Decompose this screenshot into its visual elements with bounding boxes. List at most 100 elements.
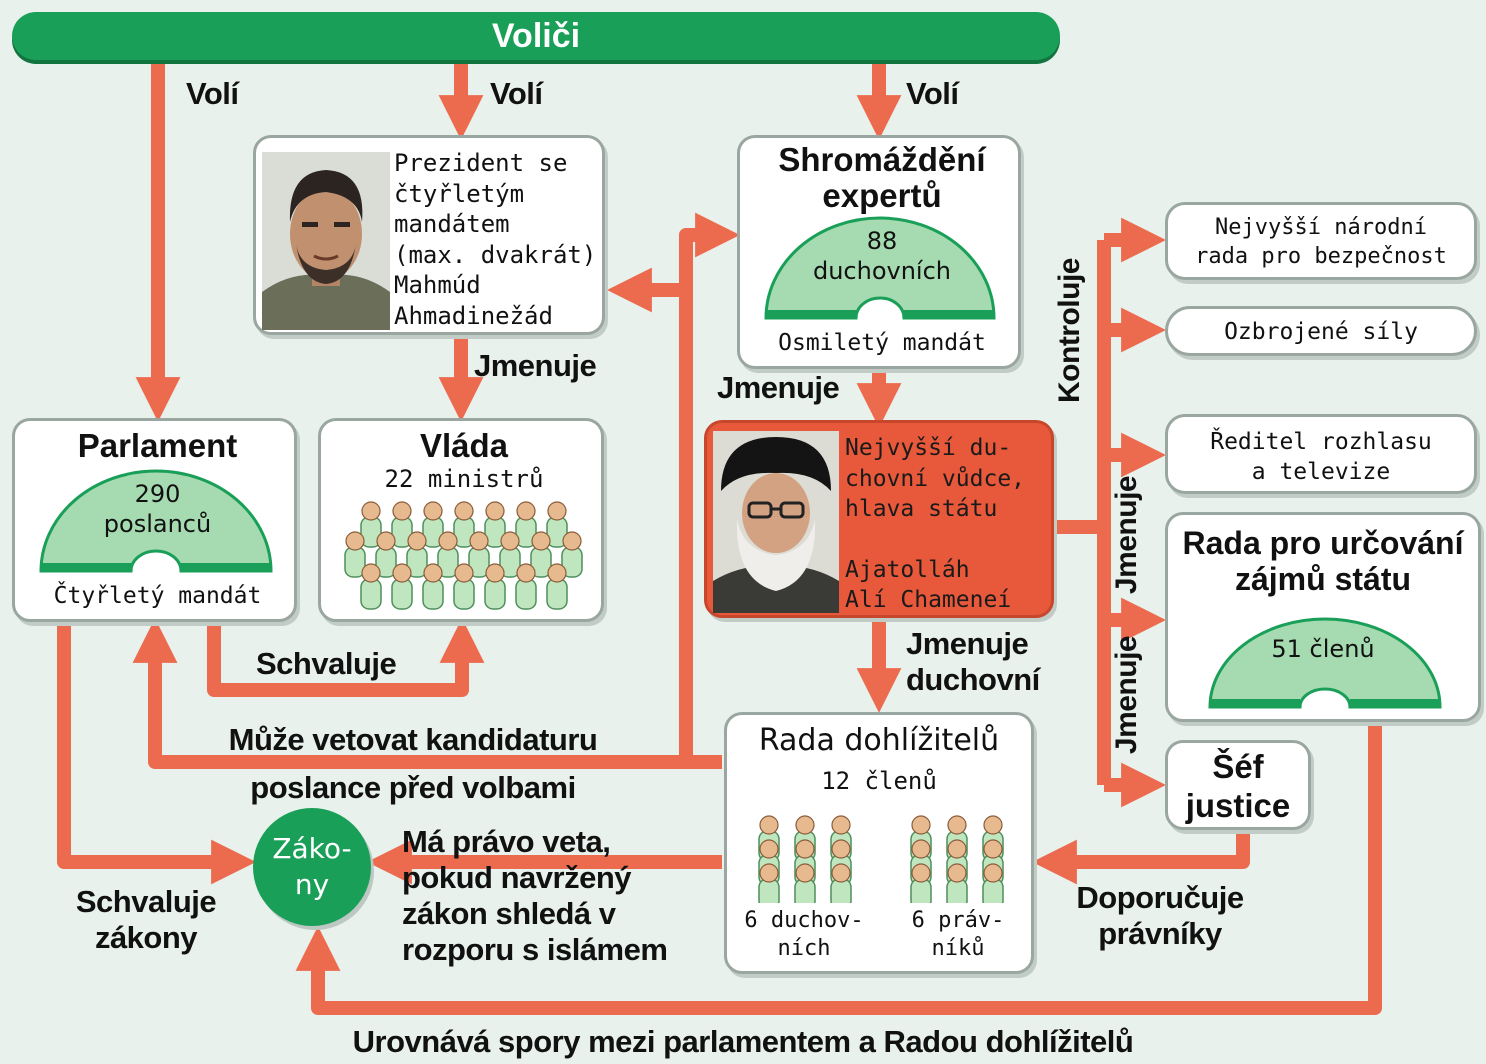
person-figure <box>391 501 413 548</box>
parliament-term: Čtyřletý mandát <box>53 583 262 609</box>
person-figure <box>344 531 366 578</box>
person-figure <box>422 563 444 610</box>
voters-label: Voliči <box>491 17 581 55</box>
parliament-box: Parlament 290 poslanců Čtyřletý mandát <box>12 418 297 622</box>
clerics-label: 6 duchov- ních <box>729 907 879 963</box>
parliament-count-line: poslanců <box>103 510 212 538</box>
label-line: zákon shledá v <box>402 896 616 931</box>
expediency-hemicycle <box>1208 617 1442 709</box>
person-figure <box>422 501 444 548</box>
broadcast-director-box: Ředitel rozhlasu a televize <box>1165 414 1477 494</box>
person-figure <box>484 501 506 548</box>
president-line: (max. dvakrát) <box>394 240 597 269</box>
label-controls: Kontroluje <box>1053 258 1086 403</box>
person-figure <box>360 501 382 548</box>
guardian-council-subtitle: 12 členů <box>821 767 937 795</box>
experts-term: Osmiletý mandát <box>778 330 986 356</box>
label-line: duchovní <box>906 662 1040 697</box>
label-line: pokud navržený <box>402 860 632 895</box>
jurists-line: níků <box>931 936 985 961</box>
experts-count: 88 duchovních <box>740 226 1024 286</box>
judiciary-line: justice <box>1185 787 1291 824</box>
president-box: Prezident se čtyřletým mandátem (max. dv… <box>253 135 605 335</box>
judiciary-head-title: Šéf justice <box>1168 747 1308 825</box>
label-appoints-clerics: Jmenuje duchovní <box>906 626 1040 698</box>
leader-box: Nejvyšší du- chovní vůdce, hlava státu A… <box>704 420 1054 618</box>
experts-hemicycle <box>764 216 996 320</box>
expediency-title-line: Rada pro určování <box>1182 525 1464 561</box>
person-figure <box>453 501 475 548</box>
label-approves: Schvaluje <box>256 646 397 681</box>
armed-forces-text: Ozbrojené síly <box>1224 319 1418 345</box>
parliament-title: Parlament <box>77 427 238 464</box>
label-experts-appoint: Jmenuje <box>717 370 840 405</box>
label-recommends: Doporučuje právníky <box>1060 880 1260 952</box>
person-figure <box>453 563 475 610</box>
clerics-figures <box>758 815 852 903</box>
president-line: Prezident se <box>394 149 568 177</box>
clerics-line: 6 duchov- <box>744 908 864 933</box>
person-figure <box>530 531 552 578</box>
label-line: právníky <box>1098 916 1222 951</box>
person-figure <box>830 863 852 903</box>
experts-count-line: 88 <box>866 227 898 255</box>
security-council-box: Nejvyšší národní rada pro bezpečnost <box>1165 202 1477 280</box>
judiciary-line: Šéf <box>1212 748 1264 785</box>
government-box: Vláda 22 ministrů <box>318 418 604 622</box>
experts-title-line: Shromáždění <box>778 141 986 178</box>
label-resolves-disputes: Urovnává spory mezi parlamentem a Radou … <box>352 1024 1134 1059</box>
label-appoints-vertical-2: Jmenuje <box>1110 635 1143 755</box>
judiciary-head-box: Šéf justice <box>1165 740 1311 830</box>
expediency-title-line: zájmů státu <box>1234 561 1412 597</box>
jurists-figures <box>910 815 1004 903</box>
elect-label-experts: Volí <box>906 76 959 111</box>
label-line: Schvaluje <box>75 884 217 919</box>
person-figure <box>437 531 459 578</box>
experts-title-line: expertů <box>822 177 942 214</box>
label-line: Může vetovat kandidaturu <box>228 722 598 757</box>
laws-line: ny <box>294 868 330 901</box>
parliament-count-line: 290 <box>134 480 181 508</box>
jurists-label: 6 práv- níků <box>883 907 1033 963</box>
guardian-council-title: Rada dohlížitelů <box>758 723 1000 758</box>
person-figure <box>499 531 521 578</box>
leader-line: Nejvyšší du- <box>845 435 1012 461</box>
label-line: Doporučuje <box>1076 880 1244 915</box>
person-figure <box>982 863 1004 903</box>
leader-line: chovní vůdce, <box>845 465 1026 492</box>
clerics-line: ních <box>777 936 831 961</box>
person-figure <box>406 531 428 578</box>
parliament-hemicycle <box>39 469 273 573</box>
person-figure <box>946 863 968 903</box>
person-figure <box>515 501 537 548</box>
person-figure <box>758 863 780 903</box>
voters-bar: Voliči <box>12 12 1060 60</box>
security-council-text: Nejvyšší národní rada pro bezpečnost <box>1168 213 1474 271</box>
arrow-judiciary-to-guardian <box>1032 830 1250 885</box>
person-figure <box>360 563 382 610</box>
leader-portrait <box>713 431 839 613</box>
broadcast-director-text: Ředitel rozhlasu a televize <box>1168 427 1474 487</box>
label-line: poslance před volbami <box>250 770 576 805</box>
person-figure <box>910 863 932 903</box>
security-council-line: Nejvyšší národní <box>1215 215 1427 240</box>
president-portrait <box>262 152 390 330</box>
label-line: rozporu s islámem <box>402 932 668 967</box>
arrow-guardian-veto-president <box>607 267 693 762</box>
armed-forces-box: Ozbrojené síly <box>1165 306 1477 356</box>
leader-text: Nejvyšší du- chovní vůdce, hlava státu A… <box>845 433 1025 616</box>
jurists-line: 6 práv- <box>911 908 1005 933</box>
label-line: zákony <box>94 920 198 955</box>
experts-box: Shromáždění expertů 88 duchovních Osmile… <box>737 135 1021 369</box>
person-figure <box>468 531 490 578</box>
label-appoints-vertical-1: Jmenuje <box>1110 475 1143 595</box>
label-veto-candidacy: Může vetovat kandidaturu poslance před v… <box>188 716 638 812</box>
person-figure <box>546 563 568 610</box>
guardian-council-box: Rada dohlížitelů 12 členů 6 duchov- ních… <box>724 712 1034 974</box>
laws-node: Záko- ny <box>253 808 371 926</box>
security-council-line: rada pro bezpečnost <box>1195 244 1447 269</box>
president-line: Ahmadinežád <box>394 301 553 330</box>
leader-line <box>845 525 1025 555</box>
arrow-parliament-to-laws <box>57 622 256 885</box>
